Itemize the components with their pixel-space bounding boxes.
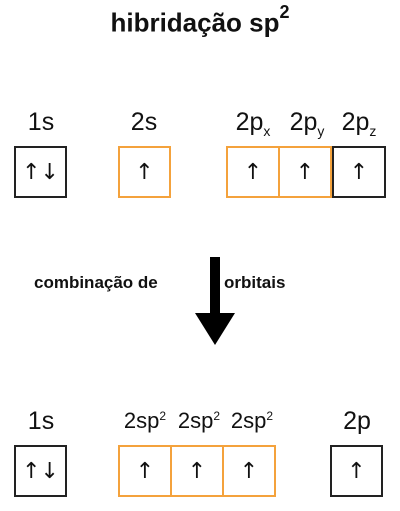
orbital-2pz: ↑ xyxy=(332,146,386,198)
label-2p-bottom: 2p xyxy=(343,407,371,435)
orbital-2px: ↑ xyxy=(226,146,280,198)
label-2py: 2py xyxy=(289,108,325,139)
orbital-2sp2-2: ↑ xyxy=(170,445,224,497)
diagram-title: hibridação sp2 xyxy=(110,2,290,38)
label-2s: 2s xyxy=(130,108,158,136)
combination-text: combinação de xyxy=(34,273,158,292)
label-2sp2-2: 2sp2 xyxy=(177,408,221,433)
orbitals-text: orbitais xyxy=(224,273,286,292)
down-arrow-icon xyxy=(195,257,235,345)
orbital-1s-bottom: ↑↓ xyxy=(14,445,67,497)
orbital-1s-top: ↑↓ xyxy=(14,146,67,198)
label-1s-top: 1s xyxy=(27,108,55,136)
orbital-2py: ↑ xyxy=(278,146,332,198)
orbital-2sp2-1: ↑ xyxy=(118,445,172,497)
label-1s-bottom: 1s xyxy=(27,407,55,435)
label-2sp2-1: 2sp2 xyxy=(123,408,167,433)
orbital-2sp2-3: ↑ xyxy=(222,445,276,497)
label-2pz: 2pz xyxy=(341,108,377,139)
label-2sp2-3: 2sp2 xyxy=(230,408,274,433)
label-2px: 2px xyxy=(235,108,271,139)
orbital-2s: ↑ xyxy=(118,146,171,198)
orbital-2p-bottom: ↑ xyxy=(330,445,383,497)
